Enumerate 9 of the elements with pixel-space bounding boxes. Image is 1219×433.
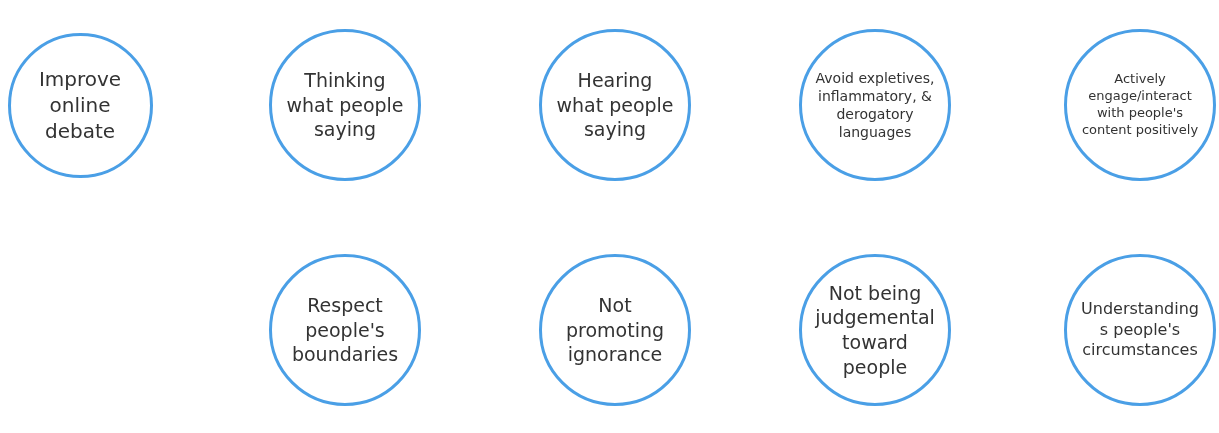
circle-text: Avoid expletives, inflammatory, & derogatory languages: [814, 68, 936, 142]
circle-text: Actively engage/interact with people's content positively: [1080, 71, 1200, 139]
circle-text: Thinking what people saying: [285, 67, 405, 143]
circle-text: Improve online debate: [37, 66, 123, 144]
circle-text: Respect people's boundaries: [290, 292, 400, 368]
circle-text: Not being judgemental toward people: [814, 280, 936, 380]
circle-text: Not promoting ignorance: [564, 292, 665, 368]
circle-text: Hearing what people saying: [555, 67, 675, 143]
circle-text: Understandings people's circumstances: [1080, 298, 1200, 362]
